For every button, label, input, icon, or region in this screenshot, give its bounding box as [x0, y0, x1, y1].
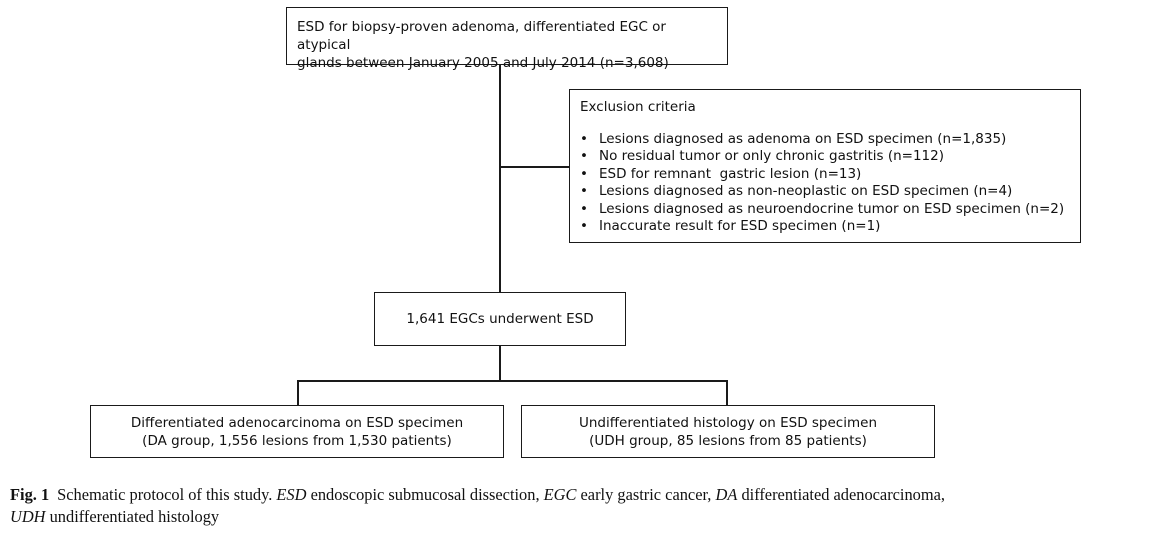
connector-top-to-middle	[499, 65, 501, 292]
caption-abbr-esd: ESD	[276, 485, 307, 504]
enrollment-box: ESD for biopsy-proven adenoma, different…	[286, 7, 728, 71]
connector-middle-down	[499, 346, 501, 381]
udh-group-line-2: (UDH group, 85 lesions from 85 patients)	[589, 432, 867, 449]
exclusion-criteria-list: Lesions diagnosed as adenoma on ESD spec…	[580, 131, 1070, 236]
udh-group-box: Undifferentiated histology on ESD specim…	[521, 405, 935, 458]
caption-def-egc: early gastric cancer,	[576, 485, 716, 504]
da-group-line-2: (DA group, 1,556 lesions from 1,530 pati…	[142, 432, 452, 449]
caption-abbr-egc: EGC	[543, 485, 577, 504]
exclusion-criteria-box: Exclusion criteria Lesions diagnosed as …	[569, 89, 1081, 243]
connector-split-horizontal	[297, 380, 727, 382]
caption-intro: Schematic protocol of this study.	[57, 485, 277, 504]
caption-def-esd: endoscopic submucosal dissection,	[306, 485, 544, 504]
exclusion-item: No residual tumor or only chronic gastri…	[580, 148, 1070, 166]
da-group-box: Differentiated adenocarcinoma on ESD spe…	[90, 405, 504, 458]
caption-abbr-da: DA	[715, 485, 738, 504]
caption-def-da: differentiated adenocarcinoma,	[737, 485, 946, 504]
enrollment-line-1: ESD for biopsy-proven adenoma, different…	[297, 19, 666, 53]
caption-def-udh: undifferentiated histology	[45, 507, 220, 526]
connector-to-exclusion	[499, 166, 569, 168]
caption-abbr-udh: UDH	[10, 507, 46, 526]
egc-esd-text: 1,641 EGCs underwent ESD	[406, 311, 594, 327]
exclusion-item: Inaccurate result for ESD specimen (n=1)	[580, 218, 1070, 236]
enrollment-line-2: glands between January 2005 and July 201…	[297, 55, 669, 71]
da-group-line-1: Differentiated adenocarcinoma on ESD spe…	[130, 414, 464, 431]
exclusion-criteria-title: Exclusion criteria	[580, 99, 696, 115]
exclusion-item: Lesions diagnosed as adenoma on ESD spec…	[580, 131, 1070, 149]
figure-label: Fig. 1	[10, 485, 50, 504]
udh-group-line-1: Undifferentiated histology on ESD specim…	[579, 414, 877, 431]
exclusion-item: Lesions diagnosed as non-neoplastic on E…	[580, 183, 1070, 201]
exclusion-item: ESD for remnant gastric lesion (n=13)	[580, 166, 1070, 184]
exclusion-item: Lesions diagnosed as neuroendocrine tumo…	[580, 201, 1070, 219]
connector-to-udh-group	[726, 380, 728, 405]
connector-to-da-group	[297, 380, 299, 405]
egc-esd-box: 1,641 EGCs underwent ESD	[374, 292, 626, 346]
